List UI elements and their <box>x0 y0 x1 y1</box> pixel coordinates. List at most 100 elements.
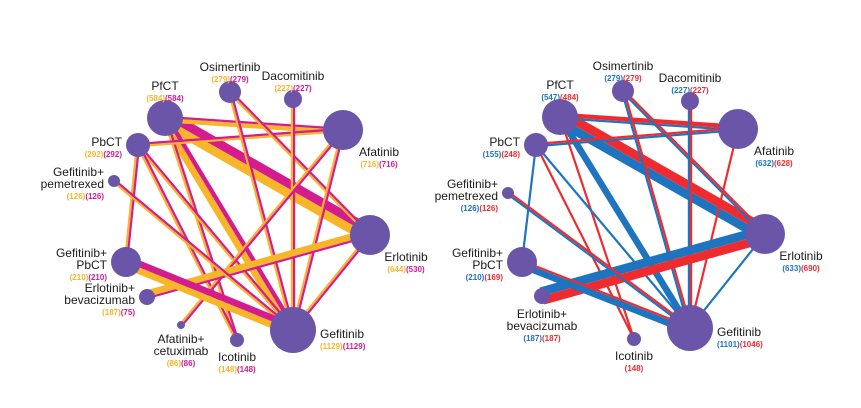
node-circle <box>612 80 634 102</box>
node-pfct: PfCT(547)(484) <box>541 78 579 135</box>
count-b: (148) <box>625 364 644 373</box>
node-counts: (279)(279) <box>211 75 249 84</box>
count-a: (227) <box>274 84 293 93</box>
count-b: (227) <box>690 86 709 95</box>
node-counts: (227)(227) <box>671 86 709 95</box>
node-label: PbCT <box>76 258 107 272</box>
edge-erl-erlbev-b <box>541 234 768 305</box>
edge-gefpem-gef-b <box>113 179 295 331</box>
count-b: (628) <box>774 159 793 168</box>
node-label: Erlotinib+ <box>517 307 567 321</box>
node-circle <box>177 321 185 329</box>
node-label: Dacomitinib <box>659 71 722 85</box>
node-counts: (547)(484) <box>541 93 579 102</box>
count-a: (126) <box>461 204 480 213</box>
edge-gefpbct-gef-b <box>522 259 691 328</box>
node-counts: (210)(169) <box>466 273 504 282</box>
node-label: Osimertinib <box>593 59 654 73</box>
node-circle <box>718 109 758 149</box>
node-label: Dacomitinib <box>262 69 325 83</box>
node-daco: Dacomitinib(227)(227) <box>262 69 325 108</box>
right-network: PfCT(547)(484) Osimertinib(279)(279) Dacom… <box>435 59 823 373</box>
count-a: (1129) <box>320 342 343 351</box>
edge-osi-gef-b <box>229 91 296 330</box>
edge-gefpem-gef-a <box>506 193 690 330</box>
node-counts: (148) <box>625 364 644 373</box>
edge-pbct-gef-a <box>535 144 691 329</box>
count-b: (210) <box>88 273 107 282</box>
node-daco: Dacomitinib(227)(227) <box>659 71 722 110</box>
node-label: Gefitinib+ <box>452 246 503 260</box>
node-circle <box>219 81 241 103</box>
edge-pbct-gefpbct-a <box>520 144 538 263</box>
count-a: (584) <box>146 94 165 103</box>
node-erlbev: Erlotinib+bevacizumab(187)(75) <box>64 281 155 317</box>
node-label: pemetrexed <box>41 177 104 191</box>
node-counts: (210)(210) <box>70 273 108 282</box>
edge-osi-gef-a <box>227 91 293 331</box>
node-pbct: PbCT(292)(292) <box>85 133 150 159</box>
count-b: (484) <box>560 93 579 102</box>
node-circle <box>139 289 155 305</box>
count-b: (292) <box>103 150 122 159</box>
count-a: (716) <box>360 160 379 169</box>
node-gefpbct: Gefitinib+PbCT(210)(169) <box>452 246 537 282</box>
node-label: cetuximab <box>154 344 209 358</box>
node-label: Gefitinib <box>320 327 364 341</box>
edge-pbct-gefpbct-b <box>126 144 141 263</box>
node-label: Afatinib <box>754 144 794 158</box>
node-label: PfCT <box>546 78 574 92</box>
node-erl: Erlotinib(644)(530) <box>350 215 428 274</box>
count-b: (126) <box>479 204 498 213</box>
count-b: (169) <box>484 273 503 282</box>
node-circle <box>323 110 363 150</box>
node-label: PbCT <box>91 135 122 149</box>
node-counts: (126)(126) <box>461 204 499 213</box>
count-b: (187) <box>542 334 561 343</box>
node-circle <box>627 332 641 346</box>
node-circle <box>681 92 699 110</box>
edge-pfct-erl-b <box>560 109 770 235</box>
edge-osi-erl-b <box>622 89 767 234</box>
edge-gefpem-gef-b <box>508 191 692 328</box>
node-afa: Afatinib(632)(628) <box>718 109 794 168</box>
count-a: (210) <box>70 273 89 282</box>
node-label: Erlotinib <box>384 250 428 264</box>
node-label: Afatinib+ <box>157 332 204 346</box>
node-circle <box>502 187 514 199</box>
node-label: PbCT <box>489 135 520 149</box>
count-a: (126) <box>67 192 86 201</box>
node-afa: Afatinib(716)(716) <box>323 110 399 169</box>
node-label: pemetrexed <box>435 189 498 203</box>
edge-osi-erl-a <box>228 92 371 237</box>
node-pfct: PfCT(584)(584) <box>146 79 184 136</box>
edge-afa-gef-a <box>290 129 343 331</box>
count-a: (279) <box>604 74 623 83</box>
edge-pfct-erl-b <box>164 110 375 236</box>
node-counts: (632)(628) <box>755 159 793 168</box>
count-a: (187) <box>523 334 542 343</box>
count-a: (644) <box>387 265 406 274</box>
edge-afa-gef-b <box>688 128 740 329</box>
node-label: Erlotinib+ <box>85 281 135 295</box>
node-gefpbct: Gefitinib+PbCT(210)(210) <box>56 246 141 282</box>
edge-gefpem-gef-a <box>112 180 294 332</box>
count-a: (632) <box>755 159 774 168</box>
left-network: PfCT(584)(584)Osimertinib(279)(279)Dacom… <box>41 60 428 374</box>
node-label: bevacizumab <box>64 293 135 307</box>
node-circle <box>111 247 141 277</box>
edge-pfct-gef-a <box>557 115 693 330</box>
count-a: (633) <box>782 264 801 273</box>
node-circle <box>507 247 537 277</box>
node-label: Icotinib <box>615 349 653 363</box>
count-b: (279) <box>623 74 642 83</box>
node-afacet: Afatinib+cetuximab(86)(86) <box>154 321 209 368</box>
node-counts: (187)(187) <box>523 334 561 343</box>
edge-osi-erl-b <box>230 90 372 235</box>
node-counts: (584)(584) <box>146 94 184 103</box>
edge-pfct-gef-a <box>159 117 294 334</box>
edge-afa-gef-b <box>293 129 346 331</box>
node-circle <box>745 214 785 254</box>
node-label: Erlotinib <box>779 249 823 263</box>
edge-pbct-gefpbct-a <box>123 144 139 262</box>
